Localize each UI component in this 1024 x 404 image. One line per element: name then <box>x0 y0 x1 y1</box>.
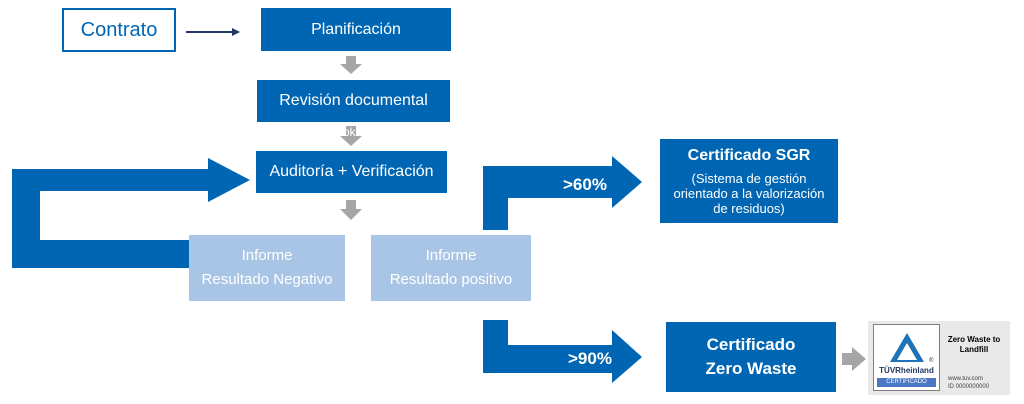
informe-negativo-line2: Resultado Negativo <box>201 271 333 288</box>
badge-id: ID 0000000000 <box>948 384 990 390</box>
auditoria-label: Auditoría + Verificación <box>269 163 434 180</box>
down-arrow-3 <box>340 200 362 220</box>
zero-waste-line1: Certificado <box>706 335 796 354</box>
tuv-seal: ® TÜVRheinland CERTIFICADO <box>873 324 940 391</box>
contrato-to-planificacion-arrow <box>186 28 240 36</box>
arrow-60-label: >60% <box>563 175 607 194</box>
tuv-cert-strip: CERTIFICADO <box>877 378 936 387</box>
contrato-box: Contrato <box>62 8 176 52</box>
certificado-zero-waste-box: Certificado Zero Waste <box>666 322 836 392</box>
sgr-title: Certificado SGR <box>687 146 811 164</box>
arrow-90-shape <box>483 320 642 383</box>
down-arrow-1 <box>340 56 362 74</box>
revision-label: Revisión documental <box>279 92 428 109</box>
zero-waste-line2: Zero Waste <box>705 359 797 378</box>
informe-negativo-box: Informe Resultado Negativo <box>189 235 345 301</box>
revision-box: Revisión documental <box>257 80 450 122</box>
certificado-sgr-box: Certificado SGR (Sistema de gestión orie… <box>660 139 838 223</box>
ok-label: ok <box>343 125 356 139</box>
informe-positivo-line1: Informe <box>425 247 477 264</box>
down-arrow-2 <box>340 126 362 146</box>
contrato-label: Contrato <box>80 18 158 41</box>
badge-website: www.tuv.com <box>948 376 983 382</box>
informe-negativo-line1: Informe <box>241 247 293 264</box>
planificacion-label: Planificación <box>311 20 401 38</box>
informe-positivo-box: Informe Resultado positivo <box>371 235 531 301</box>
right-arrow-badge <box>842 347 866 371</box>
tuv-brand: TÜVRheinland <box>879 366 934 375</box>
planificacion-box: Planificación <box>261 8 451 51</box>
sgr-subtitle: (Sistema de gestión orientado a la valor… <box>673 170 825 216</box>
arrow-60-shape <box>483 156 642 230</box>
tuv-reg-mark: ® <box>929 358 934 364</box>
badge-title: Zero Waste to Landfill <box>947 335 1001 354</box>
tuv-certificate-badge: ® TÜVRheinland CERTIFICADO Zero Waste to… <box>868 321 1010 395</box>
arrow-90-label: >90% <box>568 349 612 368</box>
tuv-cert-word: CERTIFICADO <box>886 379 927 385</box>
auditoria-box: Auditoría + Verificación <box>256 151 447 193</box>
tuv-triangle-icon <box>890 333 924 362</box>
informe-positivo-line2: Resultado positivo <box>389 271 513 288</box>
